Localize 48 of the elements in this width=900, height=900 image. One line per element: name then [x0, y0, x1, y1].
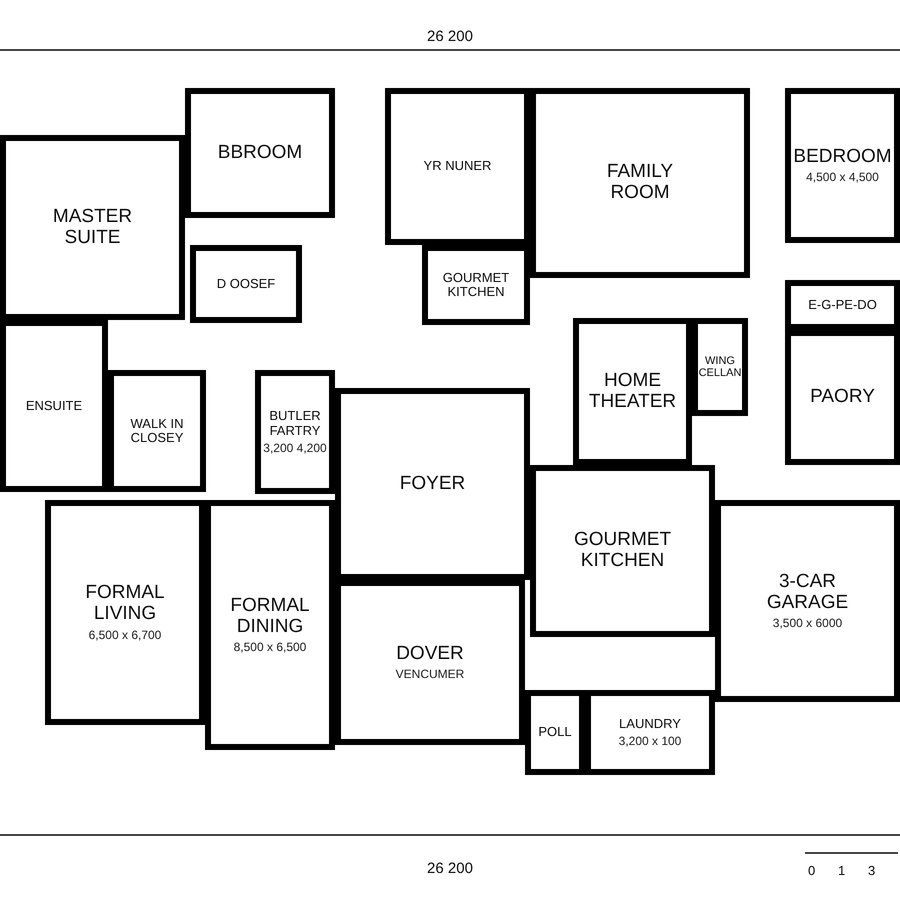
room-name: WING CELLAN: [698, 354, 742, 380]
room-dimensions: 6,500 x 6,700: [88, 628, 162, 642]
room-outline: [785, 280, 900, 330]
room-dimensions: VENCUMER: [396, 667, 464, 682]
room-outline: [530, 88, 750, 278]
room-name: ENSUITE: [26, 398, 82, 414]
room-name: PAORY: [810, 387, 875, 408]
room-outline: [692, 318, 748, 416]
room-dimensions: 4,500 x 4,500: [806, 170, 879, 184]
room-name: DOVER: [396, 644, 464, 664]
room-name: BUTLER FARTRY: [268, 409, 322, 438]
room-outline: [190, 245, 302, 323]
scale-number: 0: [808, 863, 816, 878]
room-dimensions: 3,500 x 6000: [772, 616, 842, 630]
room-name: BBROOM: [218, 142, 302, 164]
room-dimensions: 3,200 4,200: [263, 440, 327, 455]
room-name: GOURMET KITCHEN: [572, 530, 672, 572]
room-name: FORMAL LIVING: [84, 583, 166, 625]
room-name: FORMAL DINING: [229, 596, 311, 638]
room-outline: [45, 500, 205, 725]
scale-number: 3: [868, 863, 876, 878]
room-outline: [785, 88, 900, 243]
room-outline: [0, 135, 185, 320]
room-name: POLL: [538, 725, 572, 740]
room-outline: [185, 88, 335, 218]
room-name: GOURMET KITCHEN: [442, 270, 510, 300]
room-name: LAUNDRY: [619, 716, 681, 732]
room-outline: [108, 370, 206, 492]
room-outline: [255, 370, 335, 494]
room-name: YR NUNER: [424, 159, 492, 174]
room-name: FOYER: [400, 474, 466, 494]
room-name: HOME THEATER: [588, 370, 678, 412]
scale-number: 1: [838, 863, 846, 878]
room-dimensions: 8,500 x 6,500: [234, 640, 306, 654]
room-name: 3-CAR GARAGE: [766, 572, 850, 614]
room-name: WALK IN CLOSEY: [130, 416, 184, 446]
dimension-text: 26 200: [427, 860, 473, 877]
dimension-text: 26 200: [427, 28, 473, 45]
room-outline: [585, 690, 715, 775]
room-outline: [422, 245, 530, 325]
room-outline: [785, 330, 900, 465]
room-name: D OOSEF: [216, 276, 276, 292]
room-name: BEDROOM: [793, 146, 892, 168]
room-outline: [715, 500, 900, 702]
room-name: E-G-PE-DO: [808, 298, 877, 312]
room-name: MASTER SUITE: [52, 206, 134, 248]
room-dimensions: 3,200 x 100: [618, 734, 682, 748]
room-name: FAMILY ROOM: [606, 162, 674, 204]
